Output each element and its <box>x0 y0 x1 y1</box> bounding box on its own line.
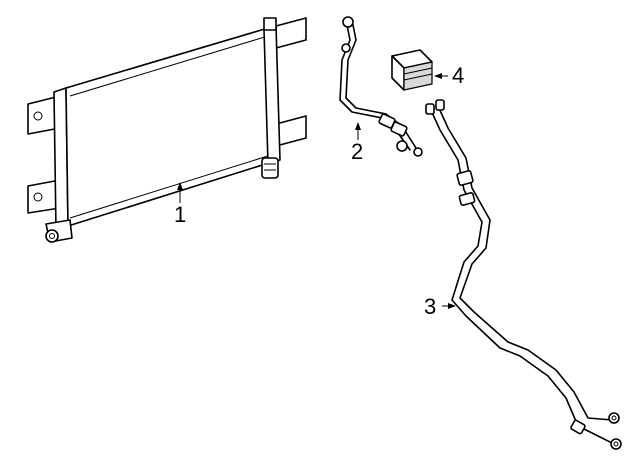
callout-2: 2 <box>351 139 363 164</box>
line-clip[interactable] <box>391 49 433 91</box>
cooler-line-long[interactable] <box>425 99 622 450</box>
oil-cooler[interactable] <box>27 17 307 243</box>
callout-1: 1 <box>174 202 186 227</box>
arrow-3-icon <box>448 303 456 309</box>
cooler-line-short[interactable] <box>339 16 423 157</box>
callout-3: 3 <box>424 294 436 319</box>
cooler-left-fitting <box>45 219 73 243</box>
callout-leaders <box>177 73 456 309</box>
cooler-right-fitting <box>261 157 279 179</box>
cooler-top-fitting <box>263 17 277 31</box>
callout-4: 4 <box>452 63 464 88</box>
cooler-core <box>65 27 273 227</box>
cooler-right-bracket-lower <box>275 115 307 147</box>
arrow-1-icon <box>177 182 183 190</box>
arrow-2-icon <box>355 122 361 130</box>
arrow-4-icon <box>434 73 442 79</box>
cooler-right-bracket-upper <box>275 17 307 49</box>
